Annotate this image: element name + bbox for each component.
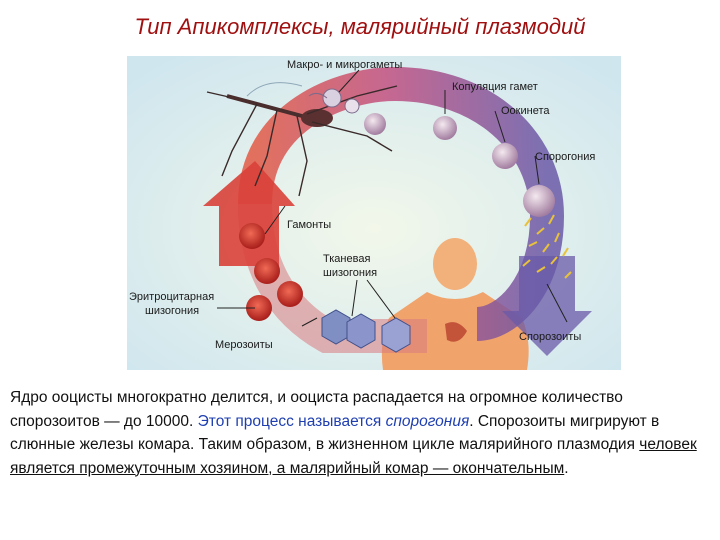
- oocyst-cell: [523, 185, 555, 217]
- slide-title: Тип Апикомплексы, малярийный плазмодий: [134, 14, 586, 39]
- gamont-rbc: [239, 223, 265, 249]
- rbc-2: [277, 281, 303, 307]
- label-copulation: Копуляция гамет: [452, 81, 538, 93]
- label-gametes: Макро- и микрогаметы: [287, 59, 402, 71]
- zygote-cell: [364, 113, 386, 135]
- rbc-3: [246, 295, 272, 321]
- label-erythro-2: шизогония: [145, 305, 199, 317]
- text-part-4: . Спорозоиты мигрируют в слюнные железы …: [10, 412, 660, 454]
- ookinete-cell: [492, 143, 518, 169]
- text-part-2: Этот процесс называется: [197, 412, 386, 430]
- sporozoites-figure: [522, 214, 572, 279]
- liver-cells-figure: [321, 309, 411, 353]
- description-paragraph: Ядро ооцисты многократно делится, и ооци…: [10, 386, 715, 480]
- text-host-statement: человек является промежуточным хозяином,…: [10, 436, 697, 477]
- malaria-life-cycle-diagram: Макро- и микрогаметы Копуляция гамет Оок…: [127, 56, 621, 370]
- copulation-cell: [433, 116, 457, 140]
- label-gamonts: Гамонты: [287, 219, 331, 231]
- up-arrow-red: [203, 161, 295, 266]
- gametes-figure: [308, 88, 360, 114]
- label-sporogony: Спорогония: [535, 151, 595, 163]
- label-merozoites: Мерозоиты: [215, 339, 273, 351]
- down-arrow-purple: [502, 256, 592, 356]
- mosquito-figure: [206, 82, 398, 197]
- diagram-canvas: Макро- и микрогаметы Копуляция гамет Оок…: [127, 56, 621, 370]
- label-ookinete: Оокинета: [501, 105, 550, 117]
- label-tissue-1: Тканевая: [323, 253, 370, 265]
- leader-lines: [217, 69, 568, 327]
- text-sporogony-term: спорогония: [385, 412, 470, 430]
- text-part-1: Ядро ооцисты многократно делится, и ооци…: [10, 389, 623, 430]
- text-part-6: .: [564, 459, 569, 477]
- label-erythro-1: Эритроцитарная: [129, 291, 214, 303]
- rbc-1: [254, 258, 280, 284]
- label-sporozoites: Спорозоиты: [519, 331, 581, 343]
- label-tissue-2: шизогония: [323, 267, 377, 279]
